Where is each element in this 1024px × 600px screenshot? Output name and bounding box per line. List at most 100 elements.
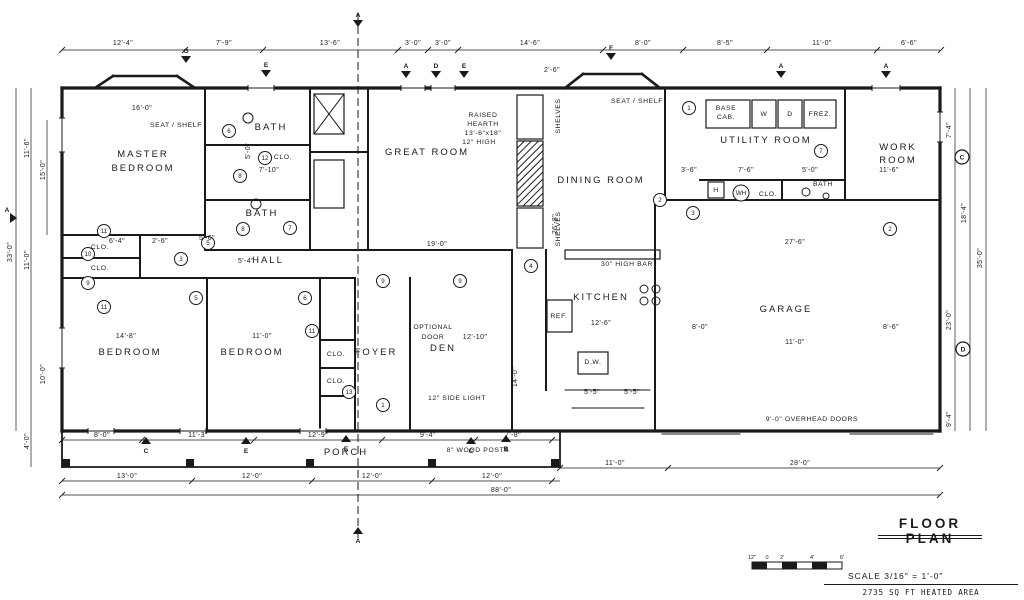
key-note-circle: [81, 276, 95, 290]
dim-label: 15'-0": [40, 160, 47, 180]
dim-label: 2'-6": [544, 67, 560, 74]
section-marker-icon: [141, 437, 151, 444]
section-marker-letter: D: [434, 63, 439, 70]
key-note-circle: [814, 144, 828, 158]
note-label: REF.: [550, 313, 567, 320]
room-label: GARAGE: [760, 304, 813, 315]
note-label: CLO.: [759, 191, 777, 198]
dim-tick: [936, 464, 944, 472]
dim-label: 3'-0": [435, 40, 451, 47]
porch-post: [62, 459, 70, 467]
title-underline: [878, 538, 982, 539]
section-marker-icon: [431, 71, 441, 78]
dim-label: 11'-6": [879, 167, 899, 174]
title-underline: [878, 535, 982, 537]
room-label: KITCHEN: [573, 292, 629, 303]
dim-tick: [679, 46, 687, 54]
dim-label: 8'-6": [883, 324, 899, 331]
dim-label: 14'-6": [520, 40, 540, 47]
note-label: HEARTH: [467, 121, 498, 128]
dim-tick: [548, 436, 556, 444]
note-label: FREZ.: [809, 111, 832, 118]
key-note-number: 7: [288, 225, 292, 232]
key-note-number: 9: [458, 278, 462, 285]
dim-tick: [188, 477, 196, 485]
room-label: HALL: [252, 255, 284, 266]
high-bar-counter: [564, 249, 661, 260]
note-label: D.W.: [584, 359, 601, 366]
fixture-circle: [250, 198, 262, 210]
section-marker-letter: C: [144, 448, 149, 455]
section-marker-icon: [10, 213, 17, 223]
key-note-number: 5: [206, 240, 210, 247]
key-note-circle: [686, 206, 700, 220]
room-label: WORK: [879, 142, 917, 153]
fixture-circle: [651, 296, 661, 306]
section-marker-letter: E: [264, 62, 269, 69]
dim-tick: [556, 464, 564, 472]
scale-bar-label: 2': [780, 555, 784, 561]
dim-label: 27'-6": [785, 239, 805, 246]
dryer: [777, 99, 803, 129]
dim-label: 11'-3": [188, 432, 208, 439]
note-label: SHELVES: [555, 211, 562, 246]
fixture-circle: [242, 112, 254, 124]
note-label: OPTIONAL: [413, 324, 452, 331]
room-label: BATH: [255, 122, 288, 133]
dim-label: 5'-0": [245, 143, 252, 159]
scale-bar-label: 4': [810, 555, 814, 561]
section-marker-icon: [776, 71, 786, 78]
room-label: DINING ROOM: [557, 175, 644, 186]
dim-tick: [937, 46, 945, 54]
dim-label: 33'-0": [7, 242, 14, 262]
dim-label: 16'-0": [132, 105, 152, 112]
elevation-marker-letter: D: [961, 346, 966, 353]
dim-label: 7'-10": [259, 167, 279, 174]
dim-label: 7'-4": [946, 122, 953, 138]
dim-tick: [250, 436, 258, 444]
title-block-rule: [824, 584, 1018, 586]
key-note-number: 7: [819, 148, 823, 155]
note-label: CLO.: [274, 154, 292, 161]
dim-tick: [664, 464, 672, 472]
note-label: 9'-0" OVERHEAD DOORS: [766, 416, 858, 423]
dim-label: 23'-0": [946, 310, 953, 330]
note-label: CLO.: [91, 244, 109, 251]
key-note-circle: [732, 184, 750, 202]
heater-unit: [707, 181, 725, 199]
dim-label: 7'-6": [738, 167, 754, 174]
section-marker-letter: A: [884, 63, 889, 70]
dim-label: 5'-5": [584, 389, 600, 396]
dim-label: 13'-6": [320, 40, 340, 47]
dim-label: 12'-9": [308, 432, 328, 439]
base-cabinet: [705, 99, 751, 129]
dim-tick: [936, 491, 944, 499]
porch-post: [428, 459, 436, 467]
porch-post: [186, 459, 194, 467]
dim-label: 12'-0": [242, 473, 262, 480]
section-marker-letter: A: [779, 63, 784, 70]
dim-tick: [259, 46, 267, 54]
dim-tick: [58, 46, 66, 54]
key-note-circle: [222, 124, 236, 138]
note-label: 30" HIGH BAR: [601, 261, 653, 268]
wall-line: [175, 74, 197, 90]
note-label: D: [787, 111, 793, 118]
note-label: SHELVES: [555, 98, 562, 133]
room-label: DEN: [430, 343, 456, 354]
scale-bar-label: 0: [765, 555, 768, 561]
dim-tick: [454, 46, 462, 54]
key-note-number: 1: [687, 105, 691, 112]
key-note-circle: [97, 224, 111, 238]
section-marker-icon: [401, 71, 411, 78]
dim-tick: [599, 46, 607, 54]
dim-label: 8'-0": [635, 40, 651, 47]
room-label: BEDROOM: [220, 347, 283, 358]
key-note-circle: [189, 291, 203, 305]
room-label: GREAT ROOM: [385, 147, 469, 158]
elevation-marker-circle: [955, 341, 971, 357]
key-note-number: 6: [303, 295, 307, 302]
section-marker-letter: G: [183, 48, 188, 55]
wall-line: [313, 93, 345, 135]
room-label: BEDROOM: [98, 347, 161, 358]
